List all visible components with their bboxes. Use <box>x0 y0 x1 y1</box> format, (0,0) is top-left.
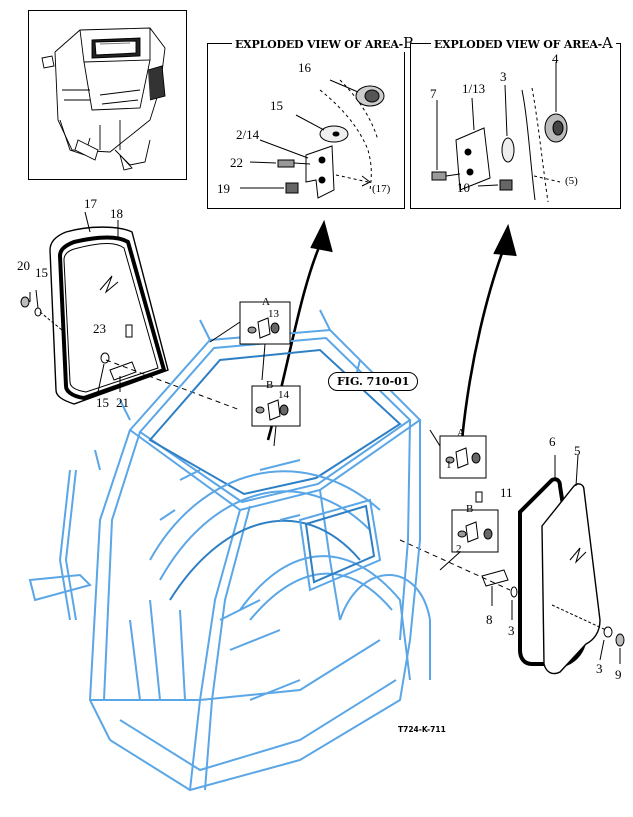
callout-15-left-top: 15 <box>35 265 48 280</box>
exploded-view-a-title: EXPLODED VIEW OF AREA-A <box>431 34 616 52</box>
right-window-glass <box>518 477 601 675</box>
callout-3-right-bottom: 3 <box>596 661 603 676</box>
callout-14: 14 <box>278 389 289 401</box>
callout-21: 21 <box>116 395 129 410</box>
callout-3-right-top: 3 <box>508 623 515 638</box>
cab-callout-parts <box>209 317 493 571</box>
callout-11: 11 <box>500 485 513 500</box>
callout-23: 23 <box>93 321 106 336</box>
exploded-a-parts <box>431 62 568 203</box>
callout-13: 13 <box>268 308 279 320</box>
callout-7: 7 <box>430 86 437 101</box>
callout-2-14: 2/14 <box>236 127 260 142</box>
callout-9: 9 <box>615 667 622 682</box>
callout-3-a: 3 <box>500 69 507 84</box>
callout-1: 1 <box>446 459 452 471</box>
callout-15-b: 15 <box>270 98 283 113</box>
callout-4: 4 <box>552 51 559 66</box>
callout-a-top: A <box>262 296 270 308</box>
callout-a-right: A <box>457 427 465 439</box>
exploded-view-a-box <box>410 43 621 209</box>
callout-17: 17 <box>84 196 97 211</box>
callout-19: 19 <box>217 181 230 196</box>
callout-b-top: B <box>266 379 274 391</box>
left-hardware <box>20 211 241 411</box>
callout-15-left-bottom: 15 <box>96 395 109 410</box>
callout-5: 5 <box>574 443 581 458</box>
drawing-code: T724-K-711 <box>398 725 446 734</box>
figure-reference: FIG. 710-01 <box>328 372 419 391</box>
callout-6: 6 <box>549 434 556 449</box>
callout-b-right: B <box>466 503 474 515</box>
callout-2: 2 <box>456 543 462 555</box>
arrow-to-area-a <box>460 223 517 441</box>
exploded-b-parts <box>240 79 385 199</box>
left-window-glass <box>49 226 169 405</box>
callout-8: 8 <box>486 612 493 627</box>
callout-16: 16 <box>298 60 311 75</box>
callout-5-ref: (5) <box>565 175 578 187</box>
callout-1-13: 1/13 <box>462 81 486 96</box>
callout-17-ref: (17) <box>372 183 391 195</box>
thumbnail-cab-sketch <box>41 27 166 171</box>
callout-10: 10 <box>457 180 470 195</box>
callout-18: 18 <box>110 206 123 221</box>
callout-20: 20 <box>17 258 30 273</box>
exploded-view-b-title: EXPLODED VIEW OF AREA-B <box>232 34 417 52</box>
cab-frame <box>28 309 431 792</box>
callout-22: 22 <box>230 155 243 170</box>
